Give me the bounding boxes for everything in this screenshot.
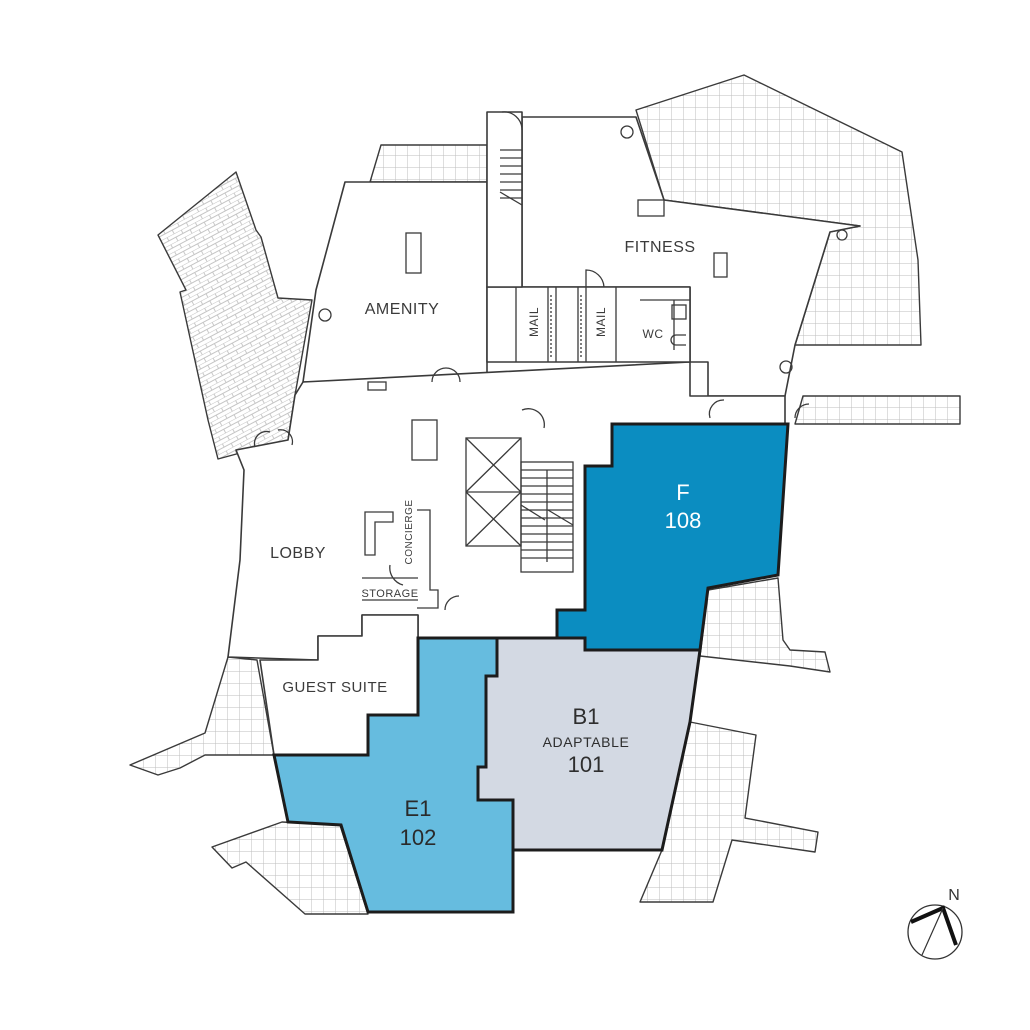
room-services: [486, 286, 691, 363]
room-amenity: [302, 181, 488, 383]
unit-b1-subtitle: ADAPTABLE: [543, 734, 630, 750]
room-labels: AMENITY FITNESS MAIL MAIL WC LOBBY CONCI…: [270, 239, 695, 696]
compass-north-label: N: [948, 887, 960, 904]
terrace-west-paved: [157, 171, 313, 460]
unit-e1-type: E1: [405, 796, 432, 821]
column: [836, 229, 848, 241]
label-mail-1: MAIL: [527, 307, 541, 337]
terraces: [129, 74, 961, 915]
compass-arrow-icon: [910, 905, 958, 946]
terrace-southeast: [639, 721, 819, 903]
north-compass: N: [907, 887, 963, 960]
unit-e1-number: 102: [400, 825, 437, 850]
label-amenity: AMENITY: [365, 301, 440, 318]
label-wc: WC: [643, 327, 664, 341]
label-storage: STORAGE: [361, 588, 418, 600]
column: [318, 308, 332, 322]
column: [620, 125, 634, 139]
building-shell: [227, 111, 861, 756]
units: [272, 422, 790, 914]
terrace-east-upper: [699, 577, 831, 673]
unit-f-type: F: [676, 480, 689, 505]
unit-b1-type: B1: [573, 704, 600, 729]
label-guest-suite: GUEST SUITE: [282, 679, 387, 696]
terrace-north: [369, 144, 488, 183]
label-fitness: FITNESS: [624, 239, 695, 256]
stair-core: [520, 408, 574, 573]
unit-f-number: 108: [665, 508, 702, 533]
label-lobby: LOBBY: [270, 545, 326, 562]
terrace-southwest-upper: [129, 656, 275, 776]
interior-details: [253, 111, 848, 611]
unit-e1-102[interactable]: [272, 636, 515, 914]
label-mail-2: MAIL: [594, 307, 608, 337]
walkway-east: [794, 395, 961, 425]
stair-north: [486, 111, 523, 288]
column: [779, 360, 793, 374]
compass-circle-icon: [907, 904, 963, 960]
label-concierge: CONCIERGE: [404, 499, 415, 564]
unit-b1-number: 101: [568, 752, 605, 777]
unit-labels: F 108 B1 ADAPTABLE 101 E1 102: [400, 480, 702, 850]
